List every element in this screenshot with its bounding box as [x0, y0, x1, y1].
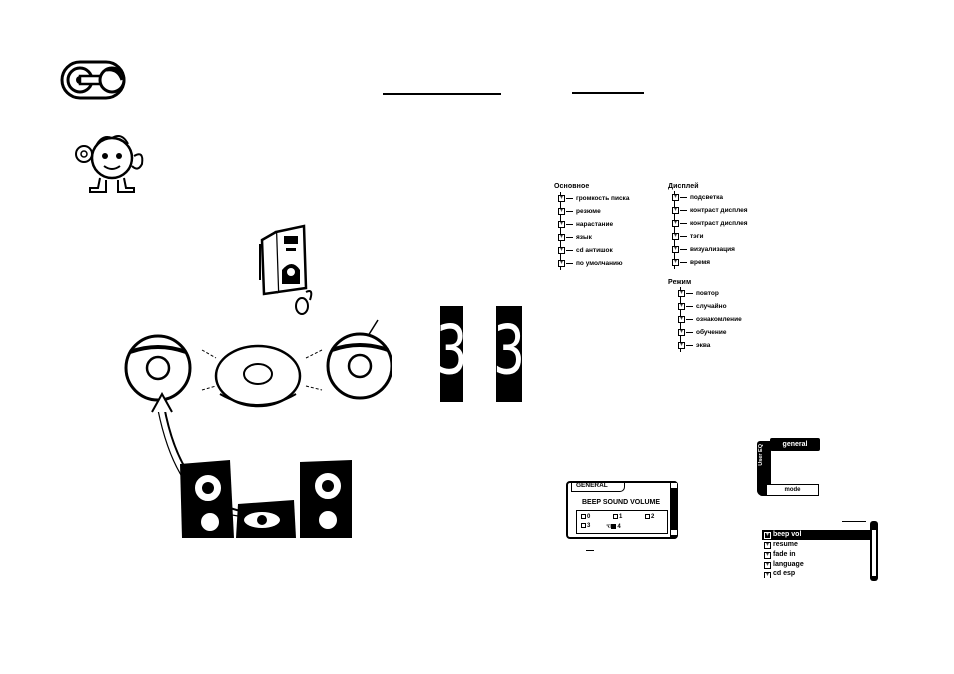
- menu-item-cd-esp[interactable]: +cd esp: [764, 570, 796, 578]
- tree-basic: Основное +громкость писка +резюме +нарас…: [554, 183, 629, 270]
- expand-icon[interactable]: +: [764, 542, 771, 549]
- cd-mascot-icon: [72, 132, 152, 194]
- header-rule-right: [572, 92, 644, 94]
- tree-mode: Режим +повтор +случайно +ознакомление +о…: [668, 279, 742, 352]
- checkbox-icon[interactable]: [581, 523, 586, 528]
- expand-icon[interactable]: +: [672, 246, 679, 253]
- expand-icon[interactable]: +: [558, 247, 565, 254]
- option-1[interactable]: 1: [613, 514, 622, 520]
- expand-icon[interactable]: +: [672, 194, 679, 201]
- eq-frame: [757, 441, 771, 496]
- tree-basic-item[interactable]: +громкость писка: [558, 195, 630, 202]
- menu-scrollbar[interactable]: [870, 521, 878, 581]
- tree-display-item[interactable]: +подсветка: [672, 194, 723, 201]
- option-0[interactable]: 0: [581, 514, 590, 520]
- tree-basic-item[interactable]: +резюме: [558, 208, 601, 215]
- expand-icon[interactable]: +: [764, 562, 771, 569]
- expand-icon[interactable]: +: [678, 329, 685, 336]
- tree-basic-item[interactable]: +язык: [558, 234, 592, 241]
- expand-icon[interactable]: +: [764, 572, 771, 578]
- pointer-icon: ☜: [606, 524, 612, 530]
- option-group: 0 1 2 3 ☜4: [576, 510, 668, 534]
- expand-icon[interactable]: +: [672, 207, 679, 214]
- expand-icon[interactable]: +: [678, 303, 685, 310]
- tree-display-item[interactable]: +визуализация: [672, 246, 735, 253]
- checkbox-icon[interactable]: [645, 514, 650, 519]
- scrollbar-thumb[interactable]: [872, 530, 876, 576]
- tree-basic-item[interactable]: +cd антишок: [558, 247, 613, 254]
- tree-display-item[interactable]: +тэги: [672, 233, 704, 240]
- user-eq-card: User EQ general mode: [757, 438, 820, 498]
- tree-mode-item[interactable]: +эква: [678, 342, 711, 349]
- digit-display-right: 3: [496, 306, 522, 402]
- tab-general[interactable]: GENERAL: [571, 481, 625, 492]
- expand-icon[interactable]: +: [764, 532, 771, 539]
- tree-basic-item[interactable]: +нарастание: [558, 221, 614, 228]
- tree-display-item[interactable]: +контраст дисплея: [672, 207, 748, 214]
- option-2[interactable]: 2: [645, 514, 654, 520]
- checkbox-checked-icon[interactable]: [611, 524, 617, 529]
- tab-general[interactable]: general: [770, 438, 820, 451]
- stereo-system-illustration: [176, 456, 356, 540]
- expand-icon[interactable]: +: [678, 290, 685, 297]
- menu-item-resume[interactable]: +resume: [764, 541, 798, 549]
- checkbox-icon[interactable]: [613, 514, 618, 519]
- menu-list: +beep vol +resume +fade in +language +cd…: [762, 530, 870, 578]
- tree-display: Дисплей +подсветка +контраст дисплея +ко…: [668, 183, 748, 269]
- digit-left: 3: [440, 312, 463, 390]
- menu-item-beep-vol[interactable]: +beep vol: [762, 530, 870, 540]
- tree-mode-item[interactable]: +обучение: [678, 329, 727, 336]
- tree-mode-item[interactable]: +повтор: [678, 290, 719, 297]
- expand-icon[interactable]: +: [678, 342, 685, 349]
- pc-tower-illustration: [256, 222, 324, 318]
- header-rule-left: [383, 93, 501, 95]
- expand-icon[interactable]: +: [764, 552, 771, 559]
- tree-display-item[interactable]: +время: [672, 259, 711, 266]
- expand-icon[interactable]: +: [558, 221, 565, 228]
- expand-icon[interactable]: +: [558, 195, 565, 202]
- eq-side-label: User EQ: [758, 444, 764, 466]
- cursor-mark: [586, 550, 594, 551]
- dialog-scrollbar[interactable]: [670, 481, 678, 539]
- expand-icon[interactable]: +: [558, 260, 565, 267]
- expand-icon[interactable]: +: [678, 316, 685, 323]
- tree-basic-item[interactable]: +по умолчанию: [558, 260, 623, 267]
- tree-basic-title: Основное: [554, 183, 590, 190]
- disc-diagram: [120, 316, 392, 426]
- tree-display-title: Дисплей: [668, 183, 699, 190]
- checkbox-icon[interactable]: [581, 514, 586, 519]
- digit-display-left: 3: [440, 306, 463, 402]
- knob-icon: [60, 58, 130, 102]
- dialog-title: BEEP SOUND VOLUME: [582, 499, 661, 506]
- tree-mode-item[interactable]: +ознакомление: [678, 316, 742, 323]
- tree-mode-item[interactable]: +случайно: [678, 303, 727, 310]
- option-4[interactable]: ☜4: [606, 524, 621, 530]
- menu-item-fade-in[interactable]: +fade in: [764, 551, 796, 559]
- tree-mode-title: Режим: [668, 279, 692, 286]
- digit-right: 3: [496, 312, 522, 390]
- expand-icon[interactable]: +: [558, 208, 565, 215]
- expand-icon[interactable]: +: [558, 234, 565, 241]
- expand-icon[interactable]: +: [672, 233, 679, 240]
- option-3[interactable]: 3: [581, 523, 590, 529]
- expand-icon[interactable]: +: [672, 259, 679, 266]
- tree-display-item[interactable]: +контраст дисплея: [672, 220, 748, 227]
- tab-mode[interactable]: mode: [767, 484, 819, 496]
- settings-menu: +beep vol +resume +fade in +language +cd…: [762, 521, 878, 581]
- menu-item-language[interactable]: +language: [764, 561, 804, 569]
- beep-volume-dialog: GENERAL BEEP SOUND VOLUME 0 1 2 3 ☜4: [566, 481, 678, 539]
- expand-icon[interactable]: +: [672, 220, 679, 227]
